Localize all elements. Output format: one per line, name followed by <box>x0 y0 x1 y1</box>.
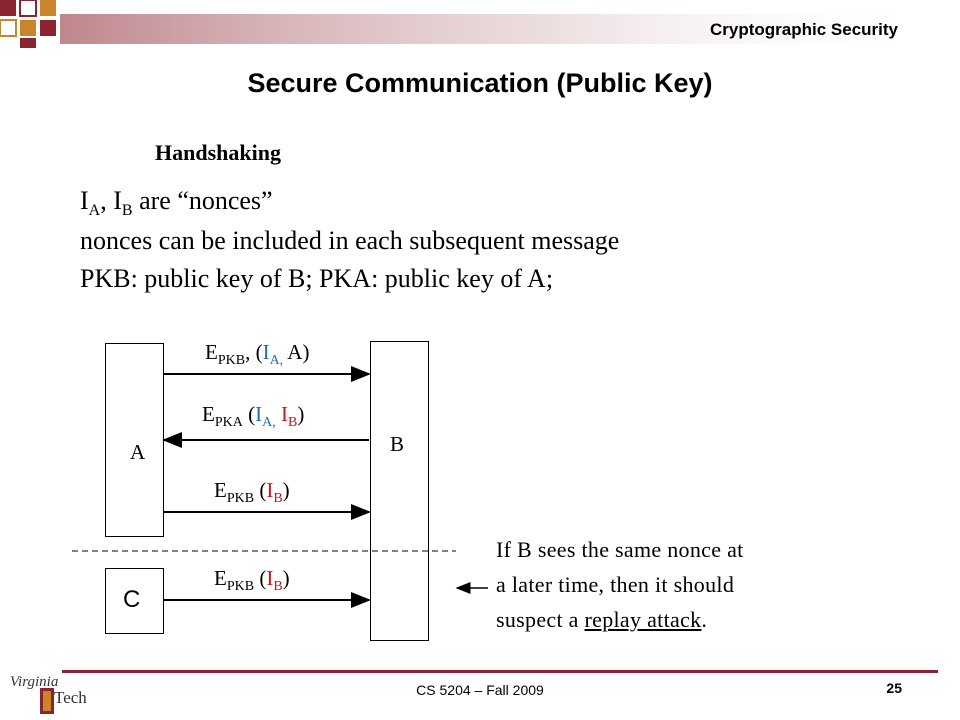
replay-note-line-3: suspect a replay attack. <box>496 607 708 632</box>
header-decoration <box>0 0 940 48</box>
footer-rule <box>62 670 938 673</box>
footer-course: CS 5204 – Fall 2009 <box>416 682 544 698</box>
body-line-3: PKB: public key of B; PKA: public key of… <box>80 264 554 293</box>
page-number: 25 <box>886 680 902 696</box>
slide-subtitle: Handshaking <box>155 140 281 165</box>
message-1-label: EPKB, (IA, A) <box>205 340 310 369</box>
virginia-tech-logo: Virginia Tech <box>10 674 87 714</box>
replay-note-line-2: a later time, then it should <box>496 572 735 597</box>
party-b-label: B <box>390 432 405 456</box>
header-label: Cryptographic Security <box>710 20 898 39</box>
party-a-box: A <box>105 343 164 537</box>
hokie-stone-icon <box>40 688 54 714</box>
message-4-label: EPKB (IB) <box>214 566 290 595</box>
party-b-box: B <box>370 341 429 641</box>
body-line-1: IA, IB are “nonces” <box>80 186 273 220</box>
body-line-2: nonces can be included in each subsequen… <box>80 226 620 255</box>
slide-title: Secure Communication (Public Key) <box>247 68 713 98</box>
party-c-box: C <box>105 568 164 634</box>
replay-note-line-1: If B sees the same nonce at <box>496 537 744 562</box>
message-2-label: EPKA (IA, IB) <box>202 402 305 431</box>
message-3-label: EPKB (IB) <box>214 478 290 507</box>
party-a-label: A <box>130 440 146 464</box>
party-c-label: C <box>123 586 141 613</box>
